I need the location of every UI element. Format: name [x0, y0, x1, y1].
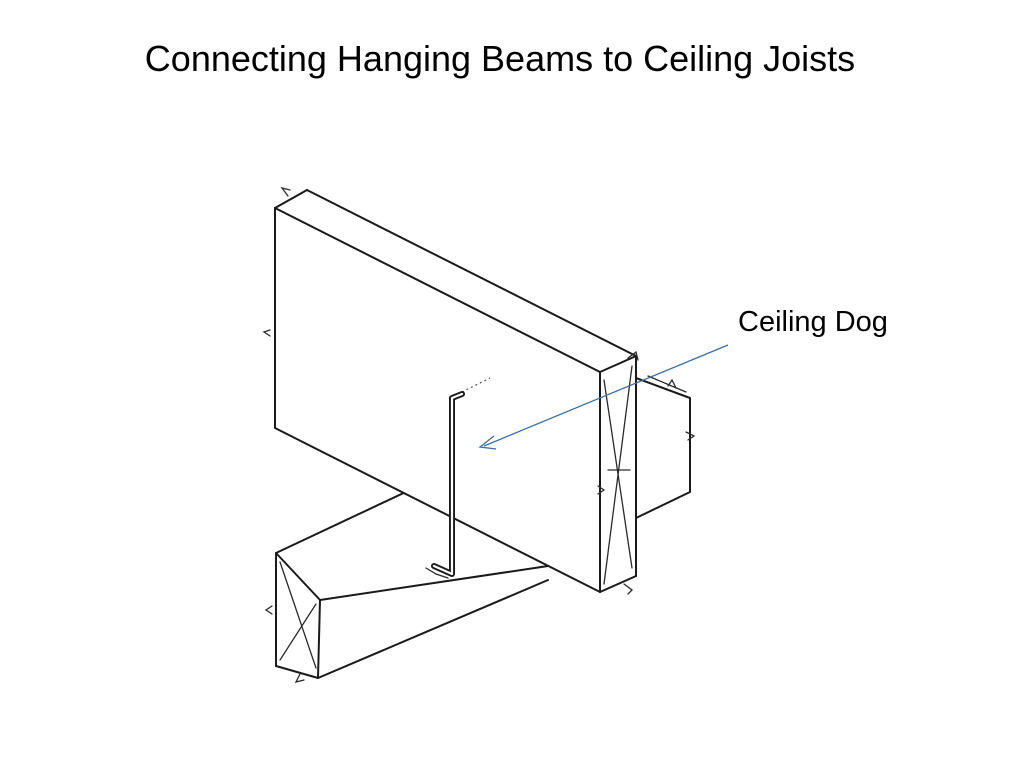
ceiling-dog-label: Ceiling Dog — [738, 306, 888, 338]
ceiling-dog — [425, 377, 491, 579]
callout-arrow — [478, 344, 729, 450]
slide-title: Connecting Hanging Beams to Ceiling Jois… — [144, 38, 856, 79]
hanging-beam — [262, 186, 639, 595]
front-ceiling-joist — [264, 489, 549, 683]
rear-ceiling-joist — [635, 375, 696, 519]
